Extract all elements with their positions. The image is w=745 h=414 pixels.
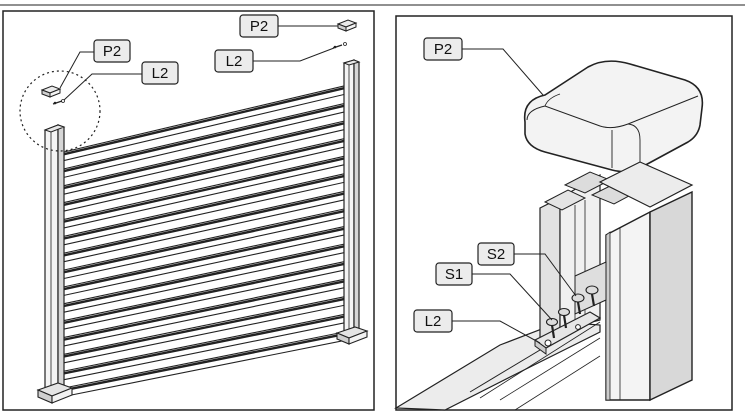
- svg-text:L2: L2: [226, 53, 243, 70]
- svg-text:S2: S2: [487, 246, 505, 263]
- callout-p2-right: P2: [239, 14, 279, 38]
- detail-circle: [19, 70, 101, 152]
- left-post: [43, 124, 66, 396]
- fence-slat-edge: [63, 192, 345, 257]
- right-post: [342, 59, 361, 337]
- svg-text:P2: P2: [434, 41, 452, 58]
- fence-slat-edge: [63, 262, 345, 324]
- left-base-plate: [36, 382, 74, 404]
- callout-l2-left: L2: [141, 61, 179, 85]
- fence-slat-edge: [63, 157, 345, 223]
- fence-slats: [63, 85, 345, 398]
- right-base-plate: [335, 326, 369, 345]
- fence-slat-edge: [63, 139, 345, 206]
- callout-l2-right: L2: [214, 49, 254, 73]
- post-cap-p2: [523, 60, 704, 173]
- fence-slat-edge: [63, 174, 345, 240]
- fence-slat-edge: [63, 297, 345, 358]
- right-post-cap: [336, 19, 358, 32]
- svg-text:L2: L2: [152, 65, 169, 82]
- fence-slat-edge: [63, 210, 345, 274]
- fence-slat-edge: [63, 315, 345, 375]
- fence-slat-edge: [63, 122, 345, 190]
- callout-p2: P2: [423, 37, 463, 61]
- callout-s1: S1: [435, 262, 473, 286]
- screw-s2: [571, 285, 599, 315]
- bracket-l2: [533, 311, 602, 355]
- svg-text:P2: P2: [250, 18, 268, 35]
- callout-s2: S2: [477, 242, 515, 266]
- screw-s1-second: [557, 307, 571, 329]
- svg-text:L2: L2: [425, 313, 442, 330]
- svg-text:P2: P2: [103, 43, 121, 60]
- callout-l2: L2: [413, 309, 453, 333]
- callout-p2-left: P2: [93, 39, 131, 63]
- fence-slat-edge: [63, 333, 345, 392]
- fence-slat-edge: [63, 227, 345, 291]
- fence-slat-edge: [63, 104, 345, 173]
- screw-s1: [545, 317, 559, 339]
- svg-text:S1: S1: [445, 266, 463, 283]
- fence-slat-edge: [63, 245, 345, 308]
- left-bracket-screw: [52, 99, 65, 105]
- right-panel: P2 S2 S1 L2: [393, 15, 733, 411]
- right-bracket-screw: [332, 42, 347, 49]
- post-profile: [539, 161, 694, 402]
- left-panel: P2 L2 P2 L2: [2, 10, 375, 411]
- fence-slat-edge: [63, 280, 345, 341]
- left-post-cap: [40, 85, 62, 98]
- fence-slat-edge: [63, 87, 345, 156]
